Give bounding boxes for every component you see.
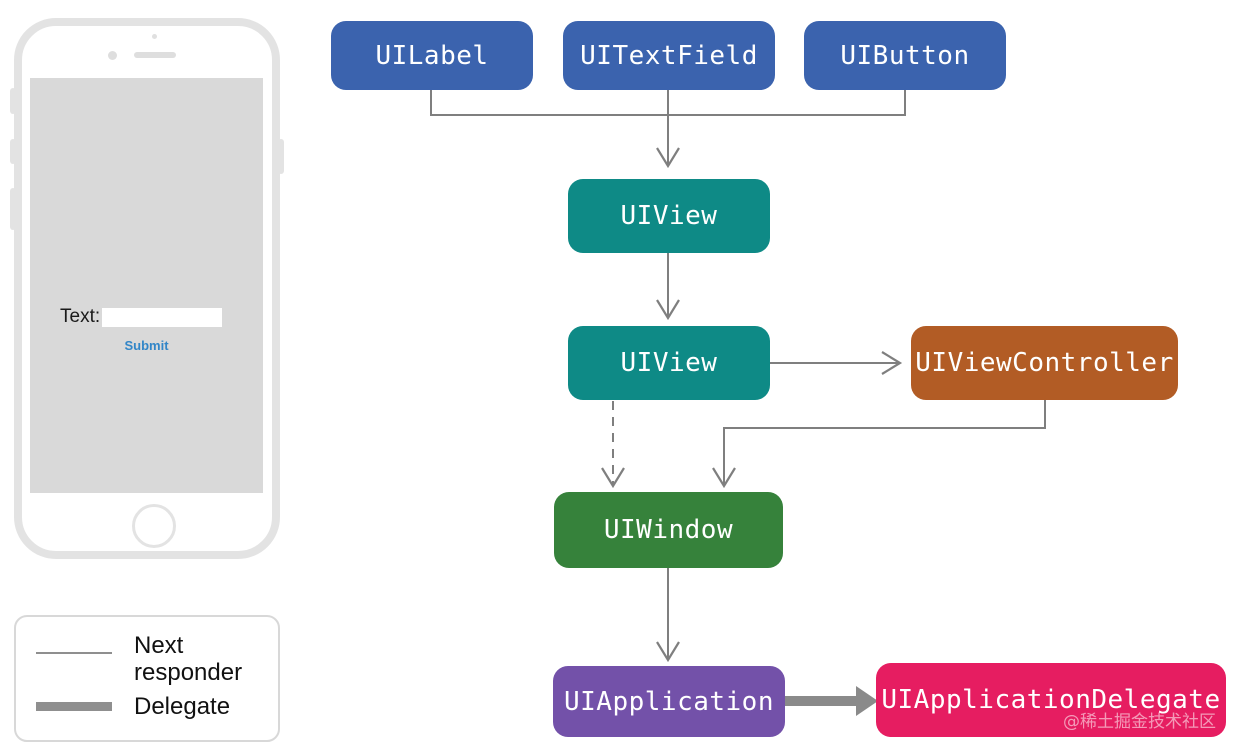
phone-speaker-icon xyxy=(134,52,176,58)
delegate-arrow xyxy=(785,686,878,716)
home-button xyxy=(132,504,176,548)
node-uiapplication-text: UIApplication xyxy=(564,686,774,717)
node-uiapplication: UIApplication xyxy=(553,666,785,737)
node-uiview-top-text: UIView xyxy=(620,201,718,231)
node-uiwindow: UIWindow xyxy=(554,492,783,568)
node-uibutton-text: UIButton xyxy=(840,40,970,71)
node-uiapplicationdelegate: UIApplicationDelegate @稀土掘金技术社区 xyxy=(876,663,1226,737)
connector-top-tree xyxy=(430,90,906,116)
delegate-line-sample xyxy=(36,702,112,711)
phone-camera-icon xyxy=(108,51,117,60)
node-uilabel: UILabel xyxy=(331,21,533,90)
node-uiapplicationdelegate-text: UIApplicationDelegate xyxy=(881,685,1221,715)
phone-volume-down-button xyxy=(10,188,16,230)
node-uiview-top: UIView xyxy=(568,179,770,253)
phone-mockup: Text: Submit xyxy=(10,18,284,559)
node-uiviewcontroller: UIViewController xyxy=(911,326,1178,400)
legend-label-next-responder: Next responder xyxy=(134,632,243,686)
delegate-arrow-head xyxy=(856,686,878,716)
node-uitextfield-text: UITextField xyxy=(580,40,758,71)
next-responder-line-sample xyxy=(36,652,112,654)
node-uiwindow-text: UIWindow xyxy=(603,515,734,545)
node-uitextfield: UITextField xyxy=(563,21,775,90)
node-uilabel-text: UILabel xyxy=(375,40,489,71)
text-field-label: Text: xyxy=(60,306,101,327)
text-input-field xyxy=(102,307,223,327)
phone-screen: Text: Submit xyxy=(30,78,263,493)
node-uiview-mid: UIView xyxy=(568,326,770,400)
node-uiview-mid-text: UIView xyxy=(620,348,718,378)
node-uibutton: UIButton xyxy=(804,21,1006,90)
legend: Next responder Delegate xyxy=(14,615,280,742)
arrow-uiviewcontroller-to-uiwindow xyxy=(712,400,1046,489)
phone-power-button xyxy=(278,139,284,174)
watermark: @稀土掘金技术社区 xyxy=(1063,712,1216,732)
legend-label-delegate: Delegate xyxy=(134,693,231,720)
phone-volume-up-button xyxy=(10,139,16,164)
text-form-row: Text: xyxy=(60,306,223,328)
phone-sensor-dot xyxy=(152,34,157,39)
submit-button: Submit xyxy=(124,338,169,353)
phone-mute-switch xyxy=(10,88,16,114)
node-uiviewcontroller-text: UIViewController xyxy=(915,348,1174,378)
